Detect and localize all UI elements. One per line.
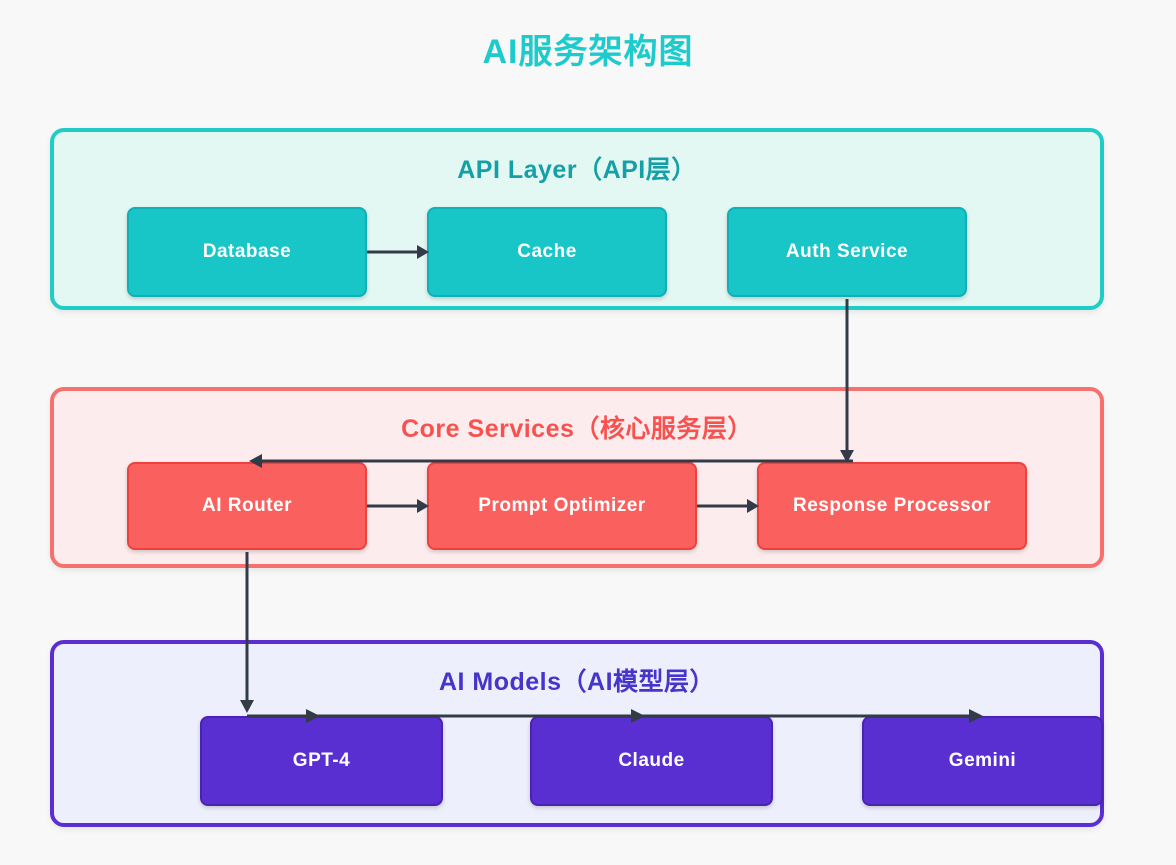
node-response-processor: Response Processor: [757, 462, 1027, 550]
node-claude-label: Claude: [618, 750, 685, 771]
node-database: Database: [127, 207, 367, 297]
node-claude: Claude: [530, 716, 773, 806]
node-gpt-4: GPT-4: [200, 716, 443, 806]
layer-ai-models-title: AI Models（AI模型层）: [438, 668, 716, 696]
node-gpt-4-label: GPT-4: [292, 750, 351, 771]
node-ai-router-label: AI Router: [202, 495, 292, 516]
node-prompt-optimizer-label: Prompt Optimizer: [478, 495, 646, 516]
node-prompt-optimizer: Prompt Optimizer: [427, 462, 697, 550]
node-gemini: Gemini: [862, 716, 1103, 806]
node-cache-label: Cache: [517, 241, 577, 262]
node-gemini-label: Gemini: [948, 750, 1017, 771]
node-response-processor-label: Response Processor: [792, 495, 992, 516]
node-auth-service-label: Auth Service: [785, 241, 909, 262]
node-ai-router: AI Router: [127, 462, 367, 550]
layer-core-services-title: Core Services（核心服务层）: [401, 415, 753, 443]
node-auth-service: Auth Service: [727, 207, 967, 297]
layer-core-services: Core Services（核心服务层） AI Router Prompt Op…: [50, 387, 1104, 568]
page-title: AI服务架构图: [482, 33, 694, 71]
layer-api-title: API Layer（API层）: [457, 156, 697, 184]
layer-api: API Layer（API层） Database Cache Auth Serv…: [50, 128, 1104, 310]
layer-ai-models: AI Models（AI模型层） GPT-4 Claude Gemini: [50, 640, 1104, 827]
node-database-label: Database: [202, 241, 292, 262]
node-cache: Cache: [427, 207, 667, 297]
